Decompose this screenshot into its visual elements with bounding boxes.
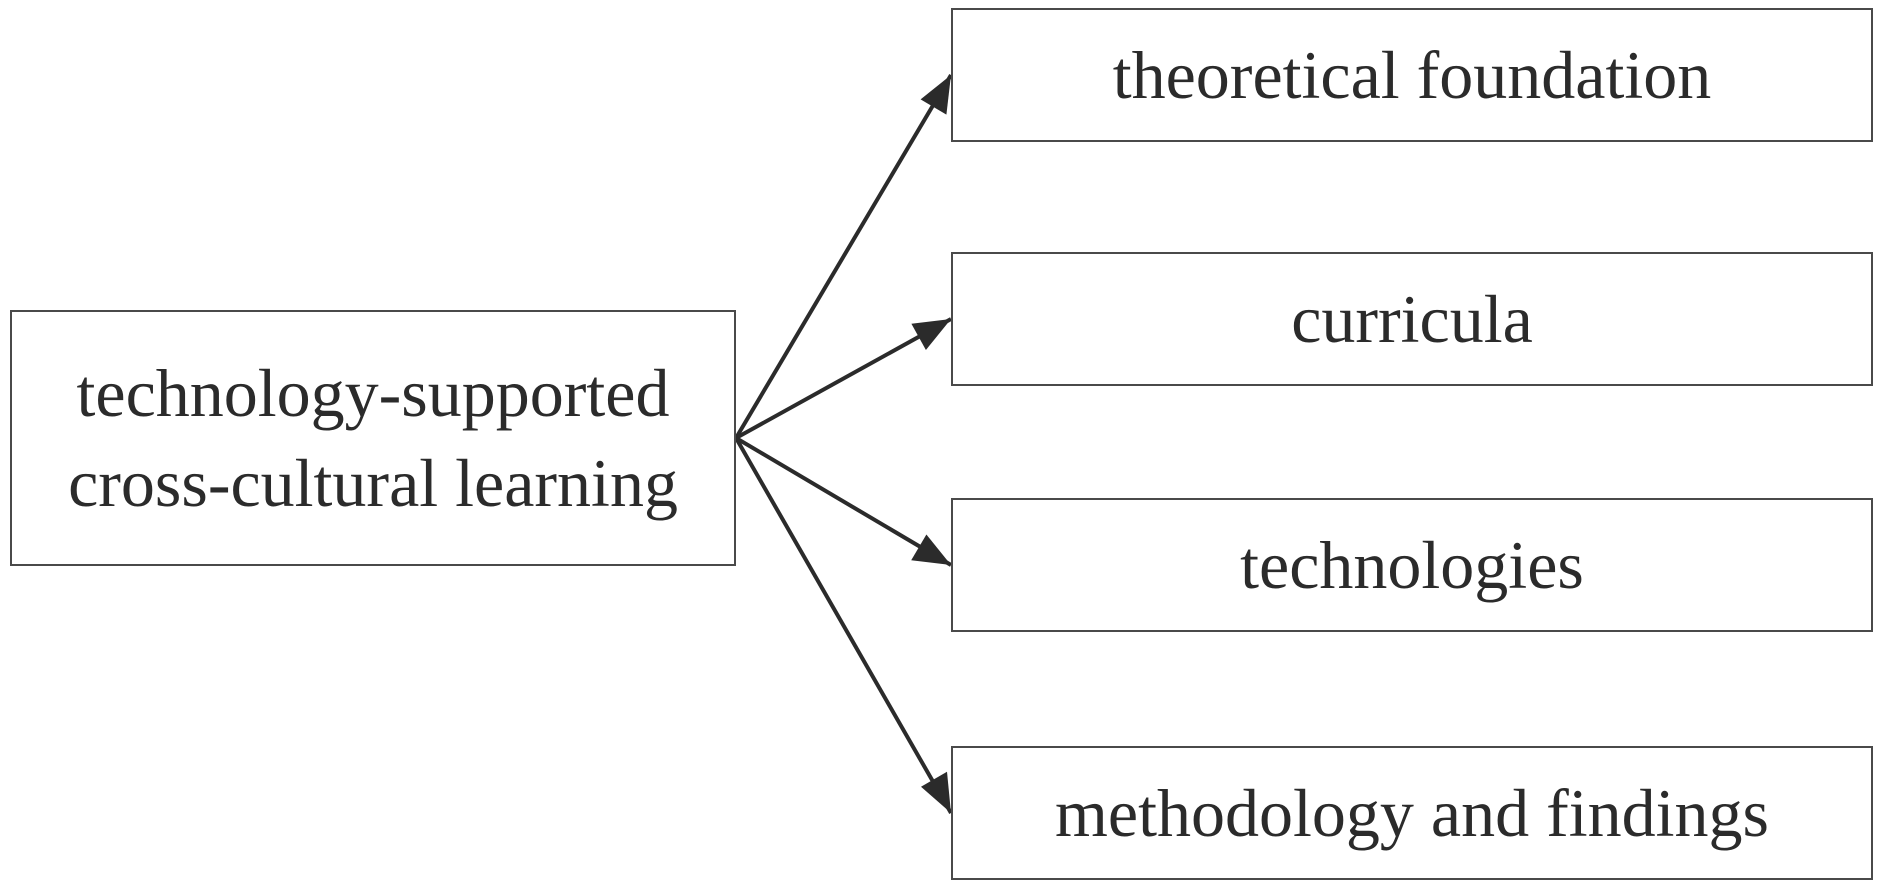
root-node-label-line-1: technology-supported [76,355,670,431]
root-node: technology-supported cross-cultural lear… [10,310,736,566]
root-node-label-line-2: cross-cultural learning [68,445,678,521]
edge-root-to-technologies [734,436,953,567]
child-node-label: curricula [1291,281,1533,357]
edge-root-to-curricula [735,317,952,440]
child-node-label: methodology and findings [1055,775,1769,851]
edge-root-to-methodology-and-findings [734,437,953,814]
arrowhead-icon [911,319,951,350]
arrowhead-icon [911,534,951,565]
child-node-theoretical-foundation: theoretical foundation [951,8,1873,142]
arrowhead-icon [921,771,951,813]
edge-root-to-theoretical-foundation [734,73,953,440]
child-node-curricula: curricula [951,252,1873,386]
child-node-label: theoretical foundation [1112,37,1712,113]
child-node-technologies: technologies [951,498,1873,632]
arrowhead-icon [920,75,951,115]
root-node-label: technology-supported cross-cultural lear… [68,348,678,528]
child-node-methodology-and-findings: methodology and findings [951,746,1873,880]
child-node-label: technologies [1240,527,1584,603]
